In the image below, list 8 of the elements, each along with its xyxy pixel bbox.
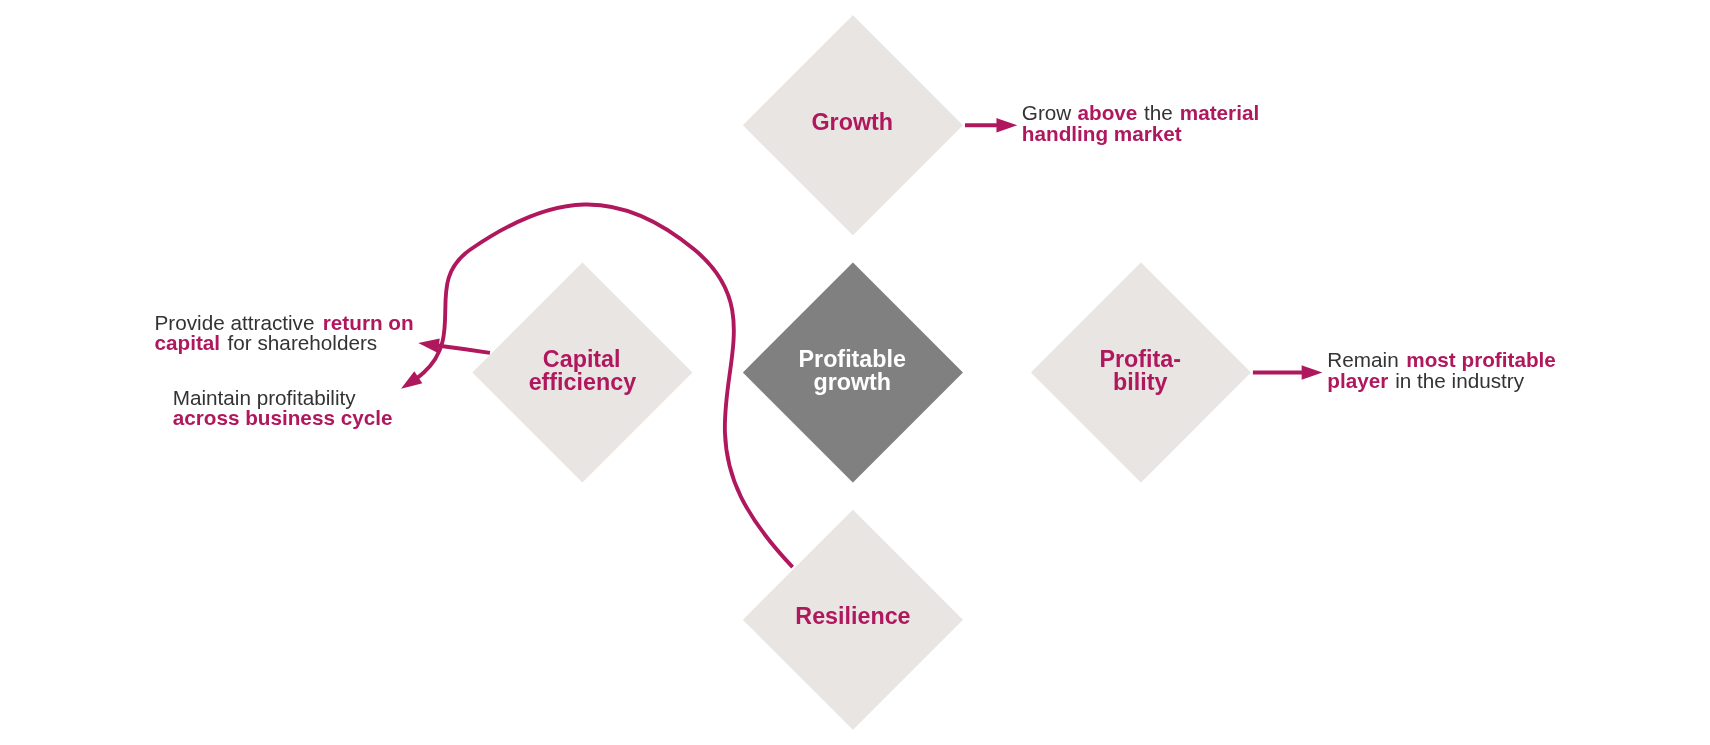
arrow bbox=[400, 202, 794, 569]
node-text: Remain most profitable player in the industry bbox=[1326, 348, 1556, 392]
node-text: Maintain profitability across business cycle bbox=[172, 385, 392, 430]
arrow bbox=[1252, 365, 1322, 380]
node-text: Provide attractive return on capital for shareholders bbox=[154, 310, 414, 355]
node-text: Grow above the material handling market bbox=[1021, 100, 1259, 145]
arrow bbox=[417, 338, 490, 355]
arrow bbox=[964, 118, 1017, 133]
